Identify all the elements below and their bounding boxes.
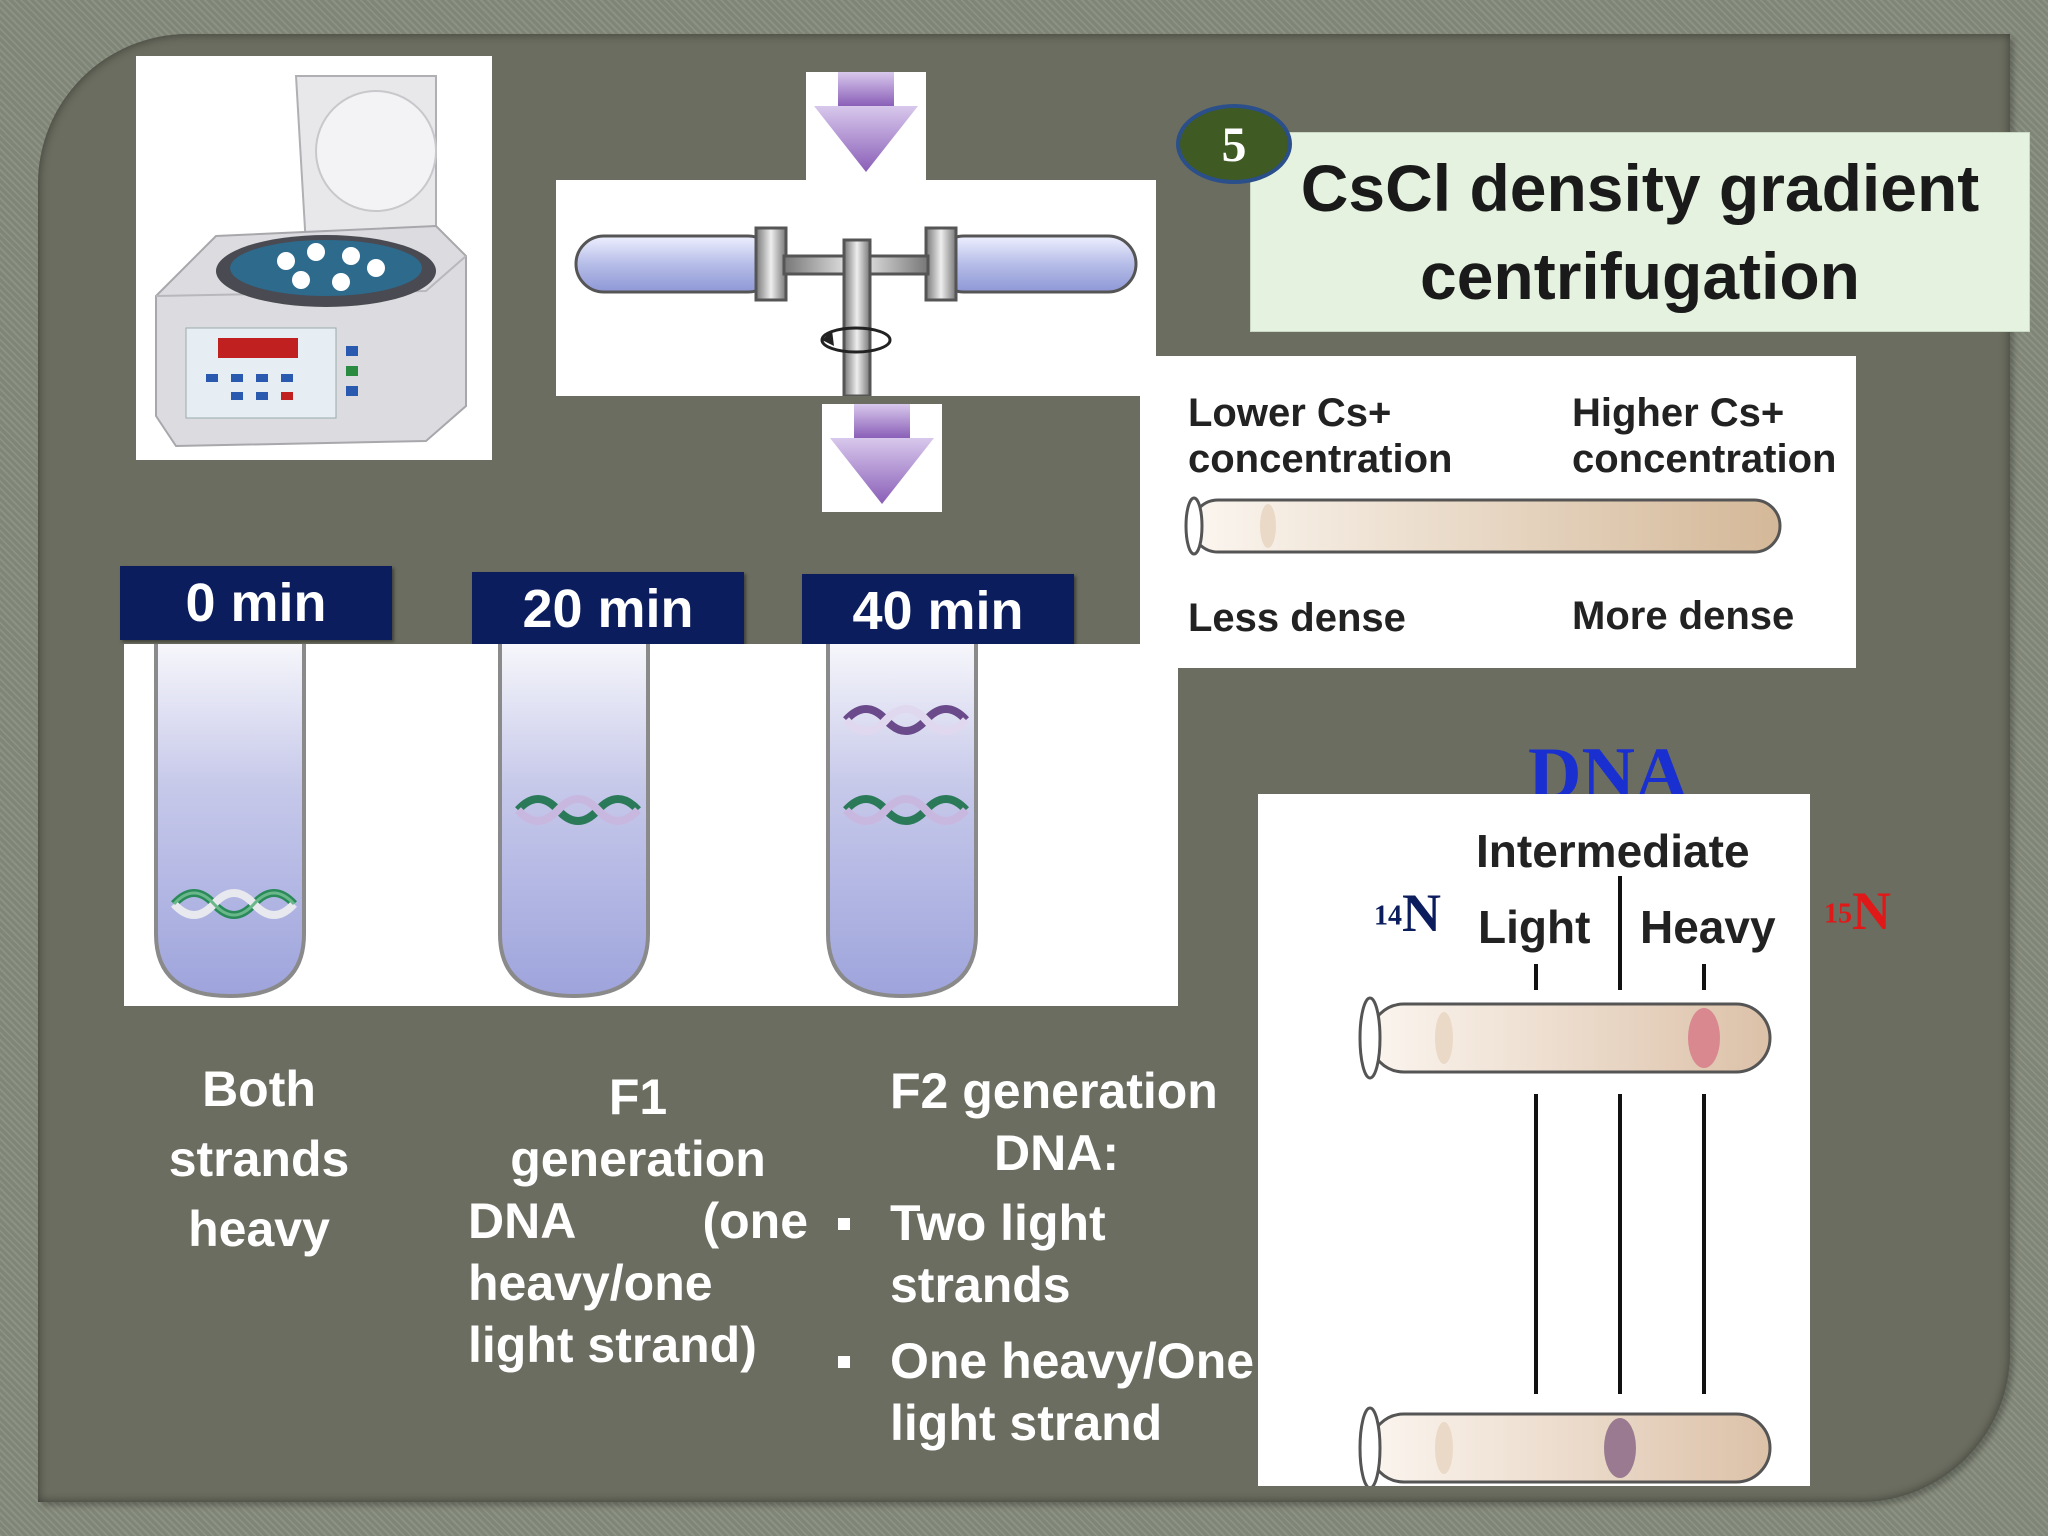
gradient-tube (1184, 496, 1782, 556)
caption-col2-line4: heavy/one (468, 1255, 713, 1311)
higher-cs-line1: Higher Cs+ (1572, 391, 1785, 435)
caption-col2-line5: light strand) (468, 1317, 757, 1373)
bullet1-line2: strands (890, 1257, 1071, 1313)
n15-mass: 15 (1824, 898, 1852, 930)
centrifuge-photo (136, 56, 492, 460)
bullet-square-icon (838, 1218, 850, 1230)
arrow-down-top (806, 72, 926, 180)
caption-col2-line2: generation (510, 1131, 766, 1187)
bullet-square-icon (838, 1356, 850, 1368)
less-dense-label: Less dense (1188, 596, 1406, 640)
time-label-40: 40 min (802, 574, 1074, 648)
more-dense-label: More dense (1572, 594, 1795, 638)
density-gradient-panel: Lower Cs+ concentration Higher Cs+ conce… (1140, 356, 1856, 668)
n14-mass: 14 (1374, 900, 1402, 932)
tube-0min (154, 644, 306, 999)
lower-cs-label: Lower Cs+ concentration (1188, 390, 1452, 482)
tube-40min (826, 644, 978, 999)
bullet2-line2: light strand (890, 1395, 1163, 1451)
caption-col1-line1: Both (202, 1061, 316, 1117)
arrow-down-bottom (822, 404, 942, 512)
caption-col2-line3: DNA (one (468, 1193, 808, 1249)
caption-f1-generation: F1 generation DNA (one heavy/one light s… (468, 1066, 808, 1376)
caption-col2-line1: F1 (608, 1069, 668, 1125)
time-label-20: 20 min (472, 572, 744, 646)
caption-col3-heading2: DNA: (994, 1125, 1119, 1181)
slide-number-badge: 5 (1176, 104, 1292, 184)
n15-label: 15N (1824, 880, 1891, 942)
lower-cs-line1: Lower Cs+ (1188, 391, 1392, 435)
heavy-label: Heavy (1640, 901, 1776, 953)
bullet-two-light: Two light strands (838, 1192, 1278, 1316)
n15-symbol: N (1852, 881, 1891, 941)
title-box: CsCl density gradient centrifugation (1250, 132, 2030, 332)
higher-cs-label: Higher Cs+ concentration (1572, 390, 1836, 482)
n14-label: 14N (1374, 882, 1441, 944)
bullet2-line1: One heavy/One (890, 1333, 1255, 1389)
n14-symbol: N (1402, 883, 1441, 943)
tube-20min (498, 644, 650, 999)
light-label: Light (1478, 901, 1591, 953)
higher-cs-line2: concentration (1572, 437, 1837, 481)
slide-title: CsCl density gradient centrifugation (1300, 151, 1980, 313)
time-label-0: 0 min (120, 566, 392, 640)
caption-col3-heading1: F2 generation (890, 1063, 1218, 1119)
caption-f2-generation: F2 generation DNA: Two light strands One… (838, 1060, 1278, 1454)
caption-col1-line2: strands (168, 1131, 350, 1187)
intermediate-label: Intermediate (1476, 825, 1750, 877)
lower-cs-line2: concentration (1188, 437, 1453, 481)
dna-bands-diagram (1358, 876, 1772, 1486)
slide: CsCl density gradient centrifugation 5 L… (38, 34, 2030, 1502)
dna-bands-panel: Intermediate Light Heavy (1258, 794, 1810, 1486)
caption-col1-line3: heavy (188, 1201, 330, 1257)
rotor-diagram (556, 180, 1156, 398)
bullet1-line1: Two light (890, 1195, 1106, 1251)
bullet-one-heavy-one-light: One heavy/One light strand (838, 1330, 1278, 1454)
test-tubes-panel (124, 644, 1178, 1006)
caption-both-strands-heavy: Both strands heavy (134, 1054, 384, 1264)
